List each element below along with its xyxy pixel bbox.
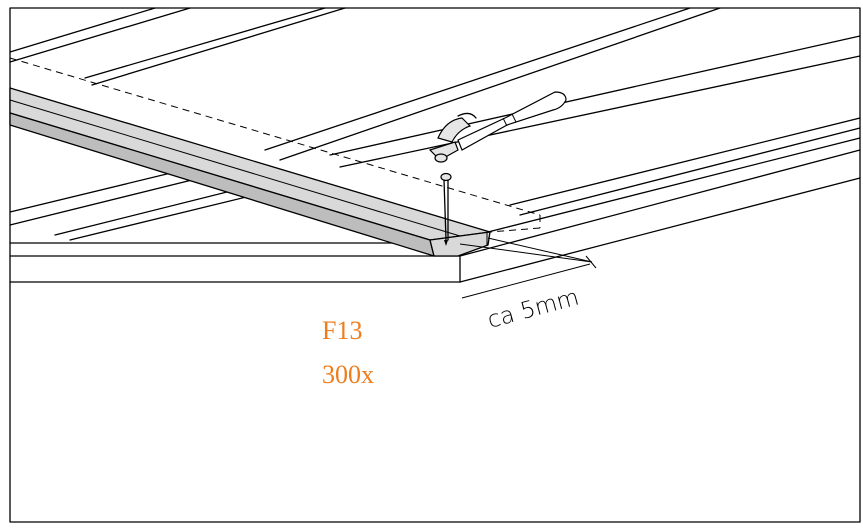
base-beam	[9, 137, 861, 283]
part-code: F13	[322, 316, 363, 345]
frame-border	[9, 7, 861, 523]
deck-planks	[9, 7, 861, 241]
deck-board	[9, 87, 491, 257]
nail	[440, 172, 452, 246]
dimension-label: ca 5mm	[485, 284, 582, 333]
part-quantity: 300x	[322, 360, 374, 389]
hammer-icon	[428, 91, 567, 163]
next-board-outline	[9, 57, 541, 233]
